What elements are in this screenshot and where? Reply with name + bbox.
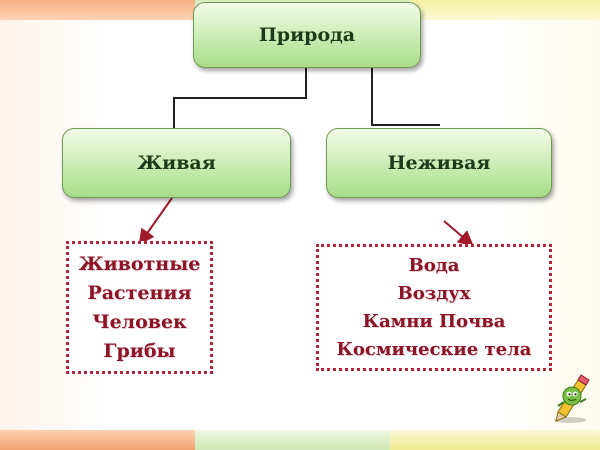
node-living-label: Живая [137, 152, 216, 174]
list-item: Животные [78, 252, 201, 275]
list-item: Камни Почва [362, 310, 506, 332]
arrow-right-to-list [443, 220, 475, 247]
list-item: Вода [408, 254, 460, 276]
bottom-band-yellow [390, 430, 600, 450]
pencil-mascot-icon [554, 374, 590, 423]
connector-root-to-left [173, 68, 307, 128]
node-living: Живая [62, 128, 291, 198]
list-item: Воздух [397, 282, 471, 304]
node-root-label: Природа [258, 24, 356, 46]
node-root: Природа [193, 2, 421, 68]
nonliving-examples-box: Вода Воздух Камни Почва Космические тела [316, 244, 552, 371]
node-nonliving: Неживая [326, 128, 552, 198]
living-examples-box: Животные Растения Человек Грибы [66, 241, 213, 374]
list-item: Грибы [103, 339, 176, 362]
arrow-left-to-list [138, 197, 173, 246]
list-item: Человек [92, 310, 187, 333]
connector-root-to-right [371, 68, 440, 126]
list-item: Растения [87, 281, 192, 304]
bottom-band-green [195, 430, 390, 450]
list-item: Космические тела [336, 338, 532, 360]
top-band-yellow [410, 0, 600, 20]
node-nonliving-label: Неживая [387, 152, 491, 174]
top-band-orange [0, 0, 195, 20]
bottom-band-orange [0, 430, 195, 450]
